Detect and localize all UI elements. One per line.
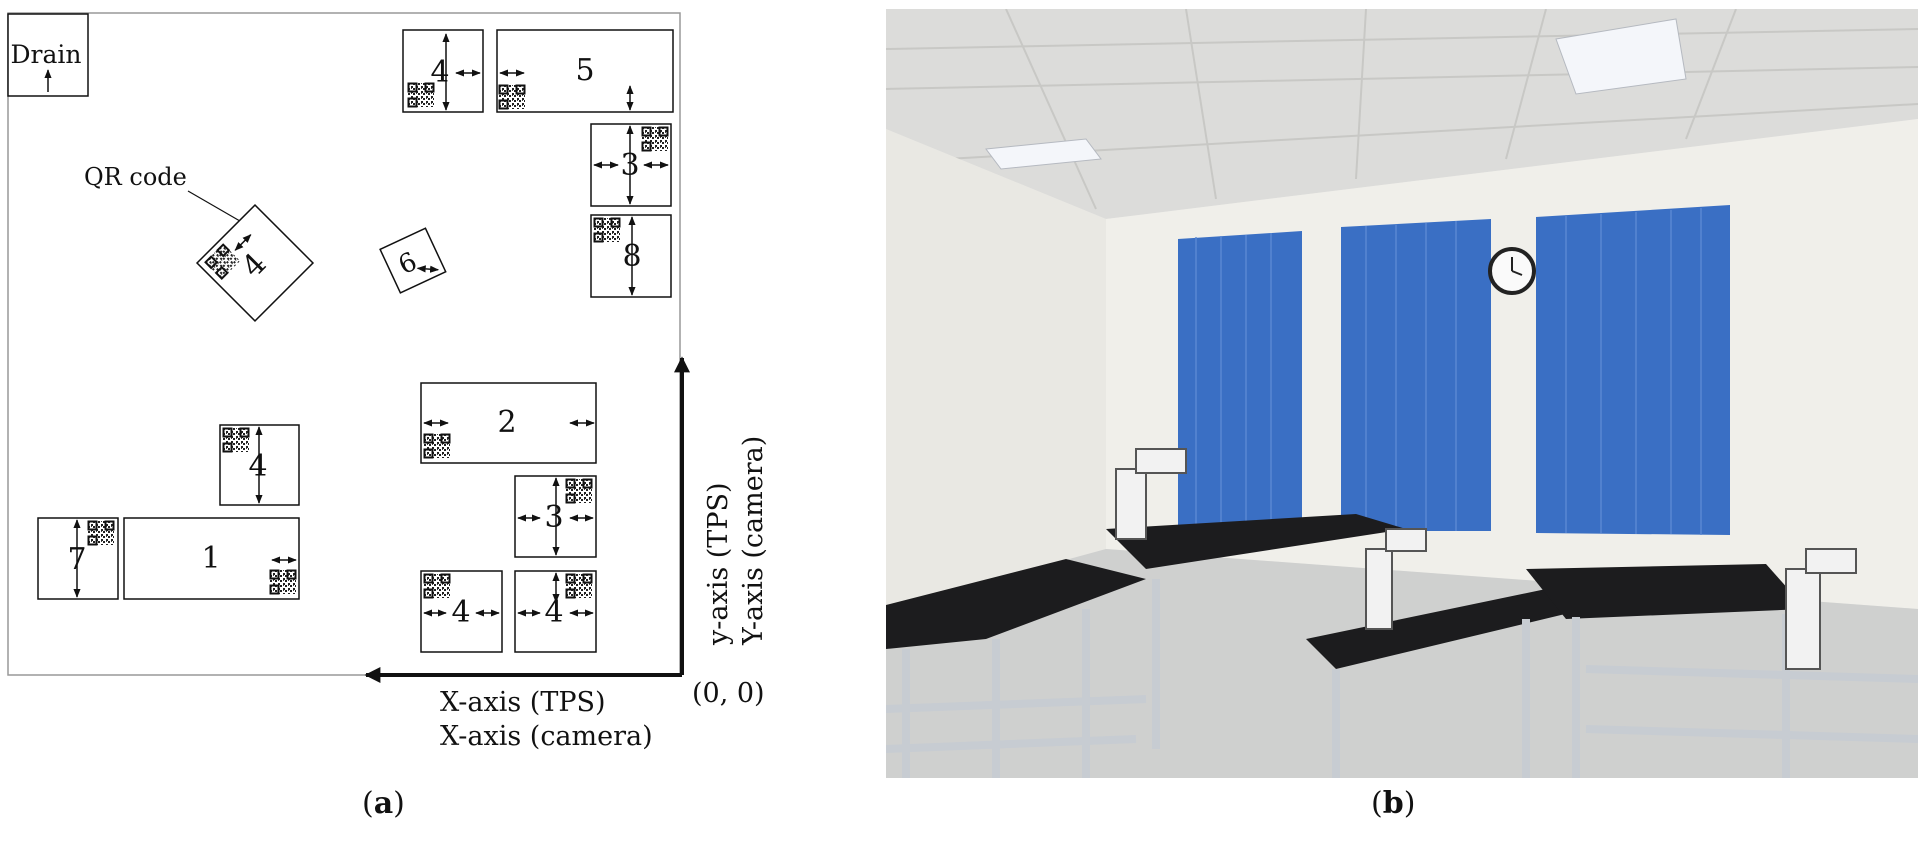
station-4-top: 4	[402, 29, 484, 113]
station-5: 5	[496, 29, 674, 113]
drain-station: Drain	[7, 13, 89, 97]
layout-diagram: Drain 4 5 3	[0, 0, 790, 842]
caption-a: (a)	[362, 786, 405, 821]
x-axis-label-tps: X-axis (TPS)	[440, 687, 606, 718]
station-3-low: 3	[514, 475, 597, 558]
lab-photo	[885, 8, 1919, 778]
left-wall	[886, 129, 1106, 609]
station-3-right: 3	[590, 123, 672, 207]
qr-code-label: QR code	[84, 163, 187, 191]
station-4-rotated	[195, 203, 315, 323]
station-1-label: 1	[201, 541, 220, 576]
workspace-border	[7, 12, 681, 676]
station-7: 7	[37, 517, 119, 600]
robot-arms	[1115, 448, 1857, 670]
station-6-rotated	[379, 227, 447, 294]
station-4-mid: 4	[219, 424, 300, 506]
workstation-tables	[885, 514, 1919, 778]
layout-diagram-svg: Drain 4 5 3	[7, 12, 769, 752]
station-4-mid-label: 4	[248, 449, 267, 484]
window-blinds	[1178, 205, 1730, 535]
origin-label: (0, 0)	[692, 678, 765, 709]
drain-label: Drain	[11, 40, 82, 69]
y-axis-label-tps: y-axis (TPS)	[703, 482, 734, 646]
y-axis-label-camera: Y-axis (camera)	[738, 436, 769, 646]
caption-b: (b)	[1371, 786, 1416, 821]
ceiling-light	[985, 138, 1102, 170]
x-axis-label-camera: X-axis (camera)	[440, 721, 653, 752]
station-1: 1	[123, 517, 300, 600]
station-4-bottom-left: 4	[420, 570, 503, 653]
station-2-label: 2	[497, 405, 516, 440]
lab-photo-illustration	[885, 8, 1919, 778]
station-8: 8	[590, 214, 672, 298]
station-5-label: 5	[575, 53, 594, 88]
station-3-low-label: 3	[544, 500, 563, 535]
station-4-bottom-right: 4	[514, 570, 597, 653]
wall-clock-icon	[1488, 247, 1536, 295]
station-2: 2	[420, 382, 597, 464]
ceiling-light	[1555, 18, 1687, 95]
station-4-bottom-right-label: 4	[544, 595, 563, 630]
station-4-bottom-left-label: 4	[451, 595, 470, 630]
